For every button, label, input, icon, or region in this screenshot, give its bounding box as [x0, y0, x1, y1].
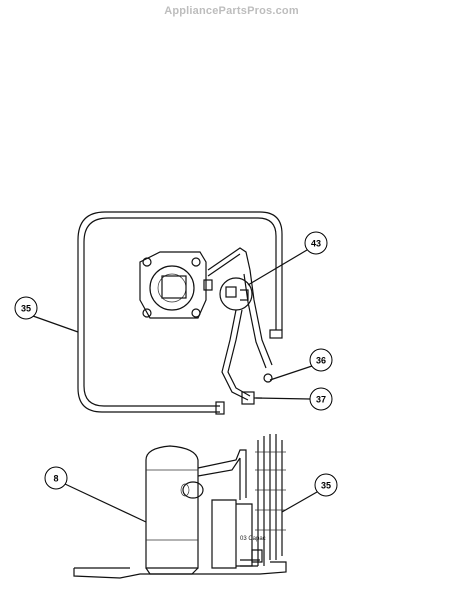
callout-36-label: 36 — [316, 356, 326, 366]
coil-tubes-side — [240, 434, 286, 567]
discharge-tube — [207, 247, 251, 277]
leader-35-top — [32, 315, 79, 333]
leader-36 — [269, 365, 313, 381]
accumulator — [211, 499, 237, 569]
condenser-coil-outer — [77, 211, 283, 413]
terminal-box — [182, 481, 204, 499]
base-pan — [73, 561, 287, 579]
callout-36 — [309, 348, 333, 372]
compressor-label-text: 03 Capac — [240, 536, 266, 542]
coil-bottom-fitting — [215, 401, 225, 415]
condenser-coil-inner — [83, 217, 277, 407]
callout-8 — [44, 466, 68, 490]
callout-43-label: 43 — [311, 239, 321, 249]
compressor-foot — [145, 567, 199, 575]
callout-35-side — [314, 473, 338, 497]
tube-to-valve — [243, 269, 273, 369]
callout-8-label: 8 — [53, 474, 58, 484]
callout-37 — [309, 387, 333, 411]
top-view-assembly — [77, 211, 283, 415]
site-watermark: AppliancePartsPros.com — [164, 5, 299, 17]
callout-35-top-label: 35 — [21, 304, 31, 314]
leader-43 — [247, 249, 308, 286]
callout-35-side-label: 35 — [321, 481, 331, 491]
coil-end-fitting — [269, 329, 283, 339]
suction-tube — [221, 309, 251, 401]
leader-37 — [255, 397, 311, 400]
compressor-shell — [145, 445, 199, 569]
callout-37-label: 37 — [316, 395, 326, 405]
compressor-top — [139, 251, 213, 319]
leader-8 — [64, 483, 147, 523]
callout-43 — [304, 231, 328, 255]
side-view-assembly: 03 Capac — [73, 434, 287, 579]
callout-35-top — [14, 296, 38, 320]
leader-35-side — [281, 491, 318, 513]
